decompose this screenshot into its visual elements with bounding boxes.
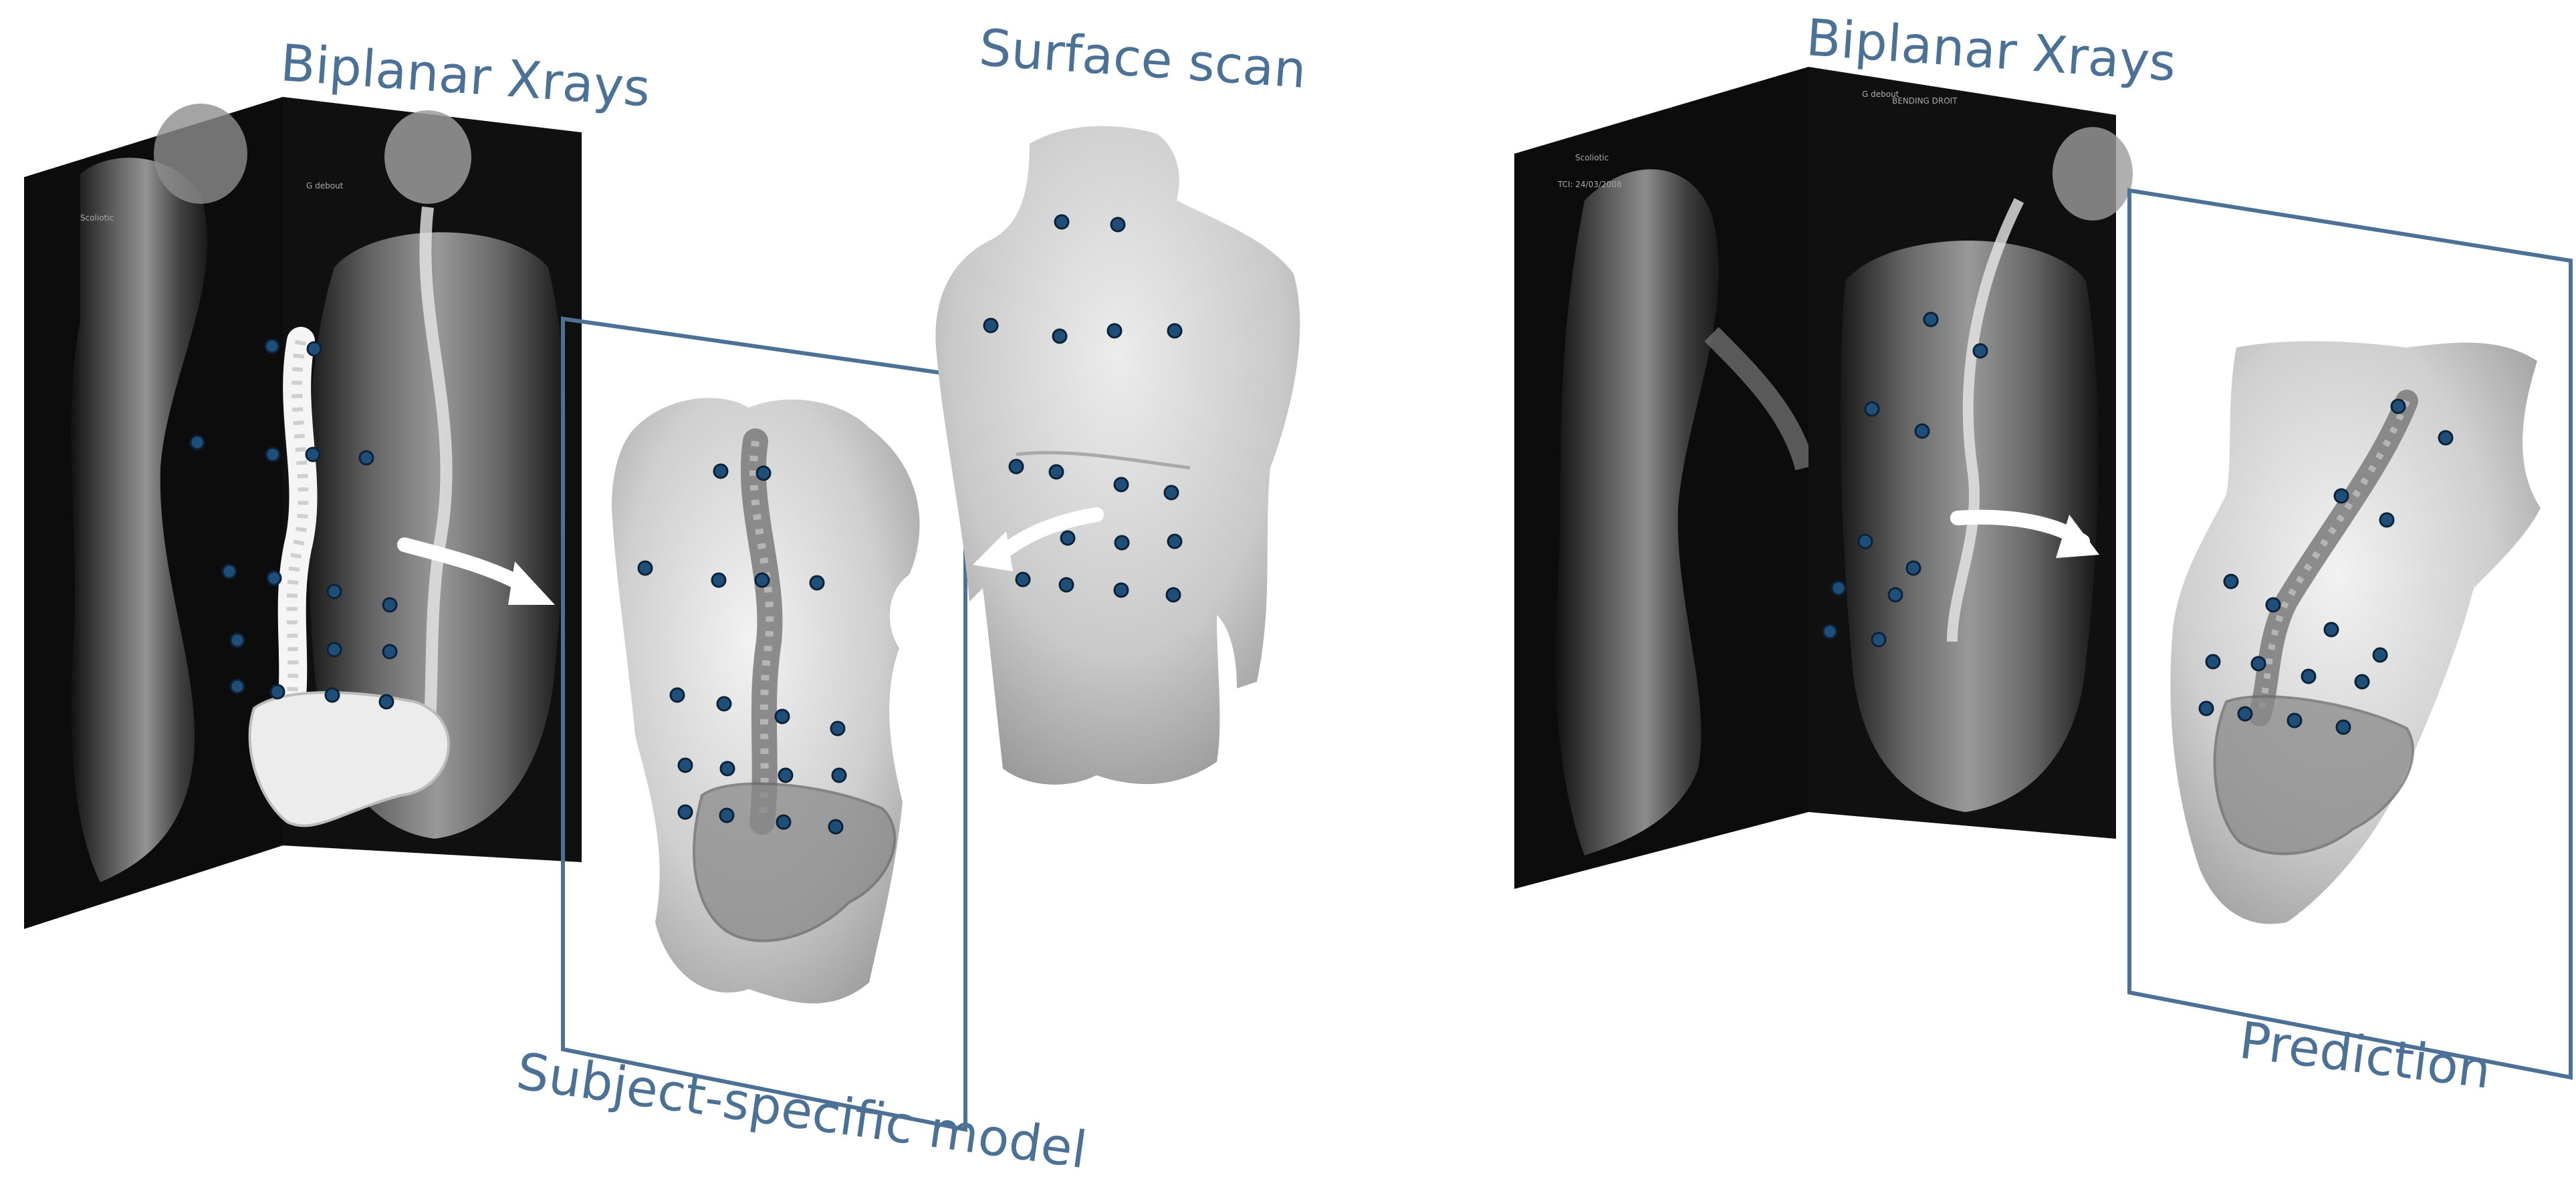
prediction-panel	[2129, 190, 2571, 1077]
marker	[1889, 588, 1902, 602]
marker	[1168, 535, 1181, 548]
subject-specific-model-panel	[563, 319, 965, 1130]
marker	[2302, 670, 2315, 683]
marker	[829, 820, 842, 833]
marker	[671, 688, 684, 702]
label-prediction: Prediction	[2236, 1011, 2494, 1100]
marker	[810, 576, 824, 589]
marker	[1108, 324, 1121, 338]
marker	[2335, 489, 2348, 503]
marker	[757, 467, 770, 480]
marker	[776, 710, 789, 723]
left-group: Scoliotic G debout	[24, 17, 1308, 1180]
marker	[328, 585, 341, 598]
marker	[328, 643, 341, 656]
marker	[1168, 324, 1181, 338]
marker	[308, 342, 321, 356]
marker	[712, 573, 725, 587]
marker	[383, 645, 396, 658]
marker	[720, 809, 733, 822]
marker	[265, 340, 279, 353]
right-lateral-xray: Scoliotic TCI: 24/03/2008	[1514, 67, 1808, 889]
marker	[717, 697, 731, 710]
marker	[2252, 657, 2265, 670]
right-lateral-id: TCI: 24/03/2008	[1557, 180, 1622, 189]
marker	[326, 688, 339, 702]
marker	[1060, 578, 1073, 591]
marker	[383, 598, 396, 612]
marker	[714, 465, 727, 478]
surface-scan	[935, 126, 1300, 785]
marker	[832, 769, 846, 782]
marker	[1010, 460, 1023, 473]
label-surface-scan: Surface scan	[977, 17, 1308, 100]
marker	[2439, 431, 2452, 444]
marker	[1865, 402, 1879, 416]
marker	[2238, 707, 2252, 720]
marker	[266, 448, 279, 461]
marker	[1915, 424, 1929, 438]
marker	[223, 565, 236, 578]
marker	[2325, 623, 2338, 636]
marker	[984, 319, 998, 332]
marker	[1859, 535, 1872, 548]
marker	[231, 634, 244, 647]
marker	[777, 815, 790, 829]
marker	[2200, 702, 2213, 715]
marker	[1974, 344, 1987, 358]
marker	[1823, 625, 1837, 638]
marker	[755, 573, 769, 587]
marker	[1061, 531, 1074, 545]
marker	[1115, 536, 1129, 549]
marker	[1924, 313, 1938, 326]
marker	[1167, 588, 1180, 602]
marker	[2391, 400, 2405, 413]
marker	[380, 695, 393, 708]
left-frontal-tag: G debout	[306, 181, 344, 190]
marker	[2206, 655, 2220, 668]
marker	[191, 436, 204, 449]
marker	[1115, 478, 1128, 491]
marker	[1111, 218, 1125, 231]
marker	[2224, 575, 2238, 588]
marker	[2288, 714, 2301, 727]
right-group: Scoliotic TCI: 24/03/2008 G debout BENDI…	[1514, 7, 2571, 1100]
left-lateral-xray: Scoliotic	[24, 97, 283, 929]
marker	[1016, 573, 1030, 586]
marker	[267, 571, 281, 585]
marker	[2266, 598, 2280, 612]
marker	[1055, 215, 1068, 229]
marker	[1165, 486, 1178, 499]
marker	[2380, 513, 2393, 527]
marker	[2337, 720, 2350, 734]
right-lateral-tag: Scoliotic	[1575, 153, 1609, 162]
marker	[360, 451, 373, 465]
marker	[1115, 583, 1128, 597]
left-lateral-tag: Scoliotic	[80, 213, 114, 223]
marker	[831, 722, 844, 735]
marker	[271, 685, 284, 698]
marker	[679, 805, 692, 819]
marker	[679, 759, 692, 772]
marker	[2355, 675, 2369, 688]
marker	[721, 762, 734, 775]
marker	[1872, 633, 1885, 646]
marker	[231, 680, 244, 693]
marker	[1053, 329, 1066, 343]
marker	[1050, 465, 1063, 479]
right-frontal-xray: G debout BENDING DROIT	[1808, 67, 2133, 839]
marker	[779, 769, 792, 782]
marker	[2373, 648, 2387, 662]
right-frontal-title: BENDING DROIT	[1892, 96, 1958, 106]
marker	[1907, 561, 1920, 575]
marker	[306, 448, 320, 461]
label-subject-specific-model: Subject-specific model	[513, 1041, 1090, 1180]
marker	[1832, 581, 1845, 595]
marker	[638, 561, 652, 575]
